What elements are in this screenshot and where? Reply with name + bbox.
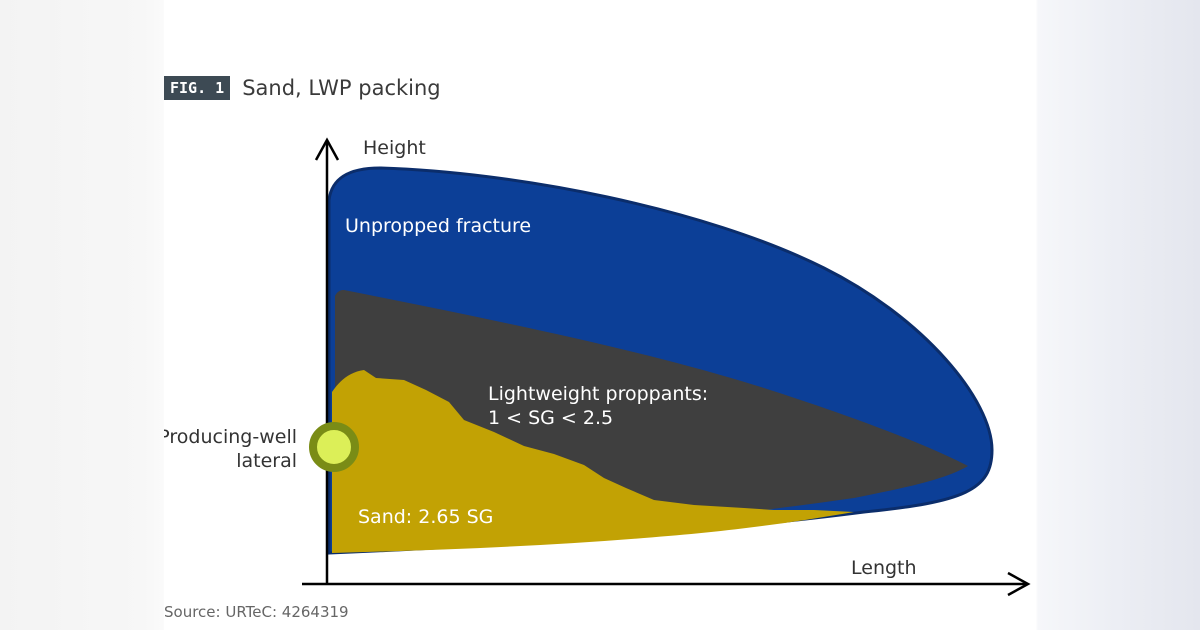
lightweight-proppant-label-line1: Lightweight proppants: (488, 383, 708, 405)
x-axis-label: Length (851, 557, 917, 579)
figure-badge: FIG. 1 (164, 76, 231, 100)
y-axis-arrowhead (314, 137, 340, 161)
figure-card: FIG. 1 Sand, LWP packing Height Length U… (164, 0, 1036, 630)
fracture-diagram: Height Length Unpropped fracture Lightwe… (164, 137, 1031, 597)
source-credit: Source: URTeC: 4264319 (164, 603, 349, 621)
sand-region (332, 370, 854, 553)
y-axis-label: Height (363, 137, 426, 159)
producing-well-label-line2: lateral (236, 450, 297, 472)
unpropped-fracture-label: Unpropped fracture (345, 215, 531, 237)
sand-label: Sand: 2.65 SG (358, 506, 493, 528)
producing-well-label-line1: Producing-well (164, 426, 297, 448)
lightweight-proppant-label-line2: 1 < SG < 2.5 (488, 407, 613, 429)
x-axis-arrowhead (1007, 571, 1031, 597)
figure-header: FIG. 1 Sand, LWP packing (164, 74, 441, 102)
figure-title: Sand, LWP packing (242, 76, 441, 100)
producing-well-marker (309, 422, 359, 472)
